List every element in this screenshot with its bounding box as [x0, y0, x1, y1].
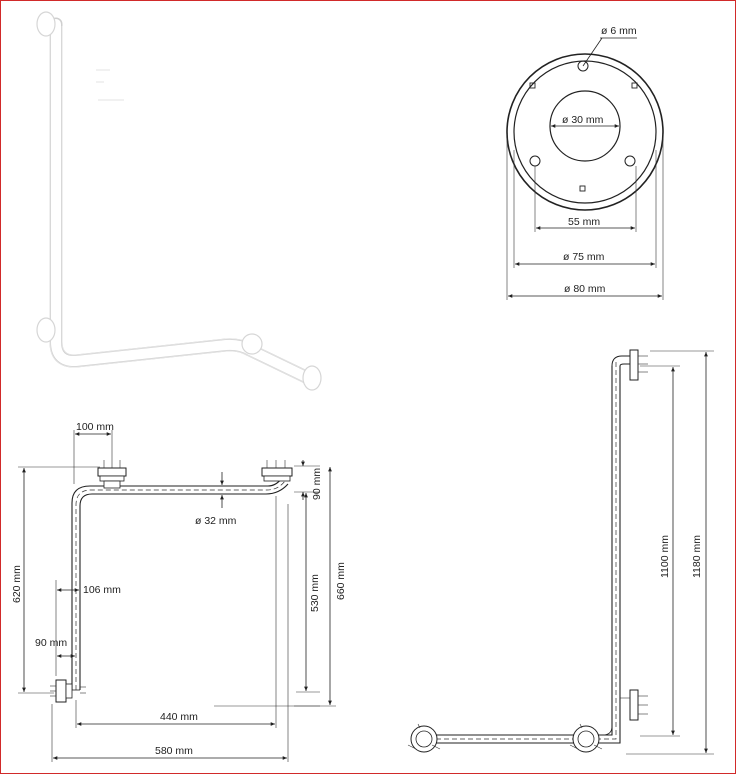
front-tube-centerline	[75, 480, 286, 690]
flange-inner-diameter-label: ø 30 mm	[562, 114, 604, 126]
photo-grab-bar	[51, 19, 311, 382]
side-tube-corner	[602, 725, 613, 736]
product-photo	[36, 11, 322, 391]
front-flange-top-right	[261, 460, 293, 482]
flange-drawing: ø 6 mm ø 30 mm 55 mm ø 75 mm ø 80 mm	[506, 25, 664, 300]
side-tube-top-bend	[611, 355, 630, 367]
photo-flange-floor-2	[302, 365, 322, 391]
photo-flange-top	[36, 11, 56, 37]
flange-hole-diameter-label: ø 6 mm	[601, 25, 637, 37]
photo-flange-floor-1	[241, 333, 263, 355]
flange-plate-diameter-label: ø 75 mm	[563, 251, 605, 263]
flange-notch-left	[529, 82, 536, 89]
photo-flange-middle	[36, 317, 56, 343]
front-flange-top-left	[97, 460, 127, 489]
flange-screw-hole-right	[624, 155, 636, 167]
front-tube-outer	[71, 477, 283, 690]
front-flange-bottom	[50, 679, 86, 703]
side-flange-floor-left	[407, 723, 441, 753]
side-tube-outer	[424, 366, 613, 736]
flange-notch-bottom	[579, 185, 586, 192]
side-tube-centerline	[420, 362, 617, 740]
flange-screw-hole-left	[529, 155, 541, 167]
front-inner-height-label: 530 mm	[309, 574, 321, 612]
front-outer-height-label: 660 mm	[335, 562, 347, 600]
photo-faint-mark	[96, 69, 124, 101]
front-top-offset-label: 90 mm	[311, 468, 323, 500]
front-wall-distance-2-label: 90 mm	[35, 637, 67, 649]
front-inner-width-label: 440 mm	[160, 711, 198, 723]
flange-hole-spacing-label: 55 mm	[568, 216, 600, 228]
flange-notch-right	[631, 82, 638, 89]
side-total-height-label: 1180 mm	[691, 535, 703, 578]
side-flange-middle	[620, 689, 648, 721]
front-wall-distance-1-label: 106 mm	[83, 584, 121, 596]
front-flange-offset-label: 100 mm	[76, 421, 114, 433]
side-flange-top	[629, 349, 648, 381]
photo-grab-bar-outline	[49, 26, 310, 383]
side-tube-top-bend-inner	[619, 363, 630, 367]
flange-outer-circle	[506, 53, 664, 211]
side-tube-inner	[424, 366, 621, 744]
flange-inner-hole	[549, 90, 621, 162]
front-drawing: 100 mm ø 32 mm 620 mm 106 mm 90 mm 440 m…	[11, 421, 347, 762]
side-flange-floor-right	[569, 723, 603, 753]
side-inner-height-label: 1100 mm	[659, 535, 671, 578]
front-tube-inner	[79, 483, 289, 690]
front-total-width-label: 580 mm	[155, 745, 193, 757]
front-total-height-label: 620 mm	[11, 565, 23, 603]
front-tube-diameter-label: ø 32 mm	[195, 515, 237, 527]
photo-shadow	[49, 17, 313, 384]
side-drawing: 1100 mm 1180 mm	[407, 349, 714, 755]
flange-outer-diameter-label: ø 80 mm	[564, 283, 606, 295]
flange-screw-hole-top	[577, 60, 589, 72]
